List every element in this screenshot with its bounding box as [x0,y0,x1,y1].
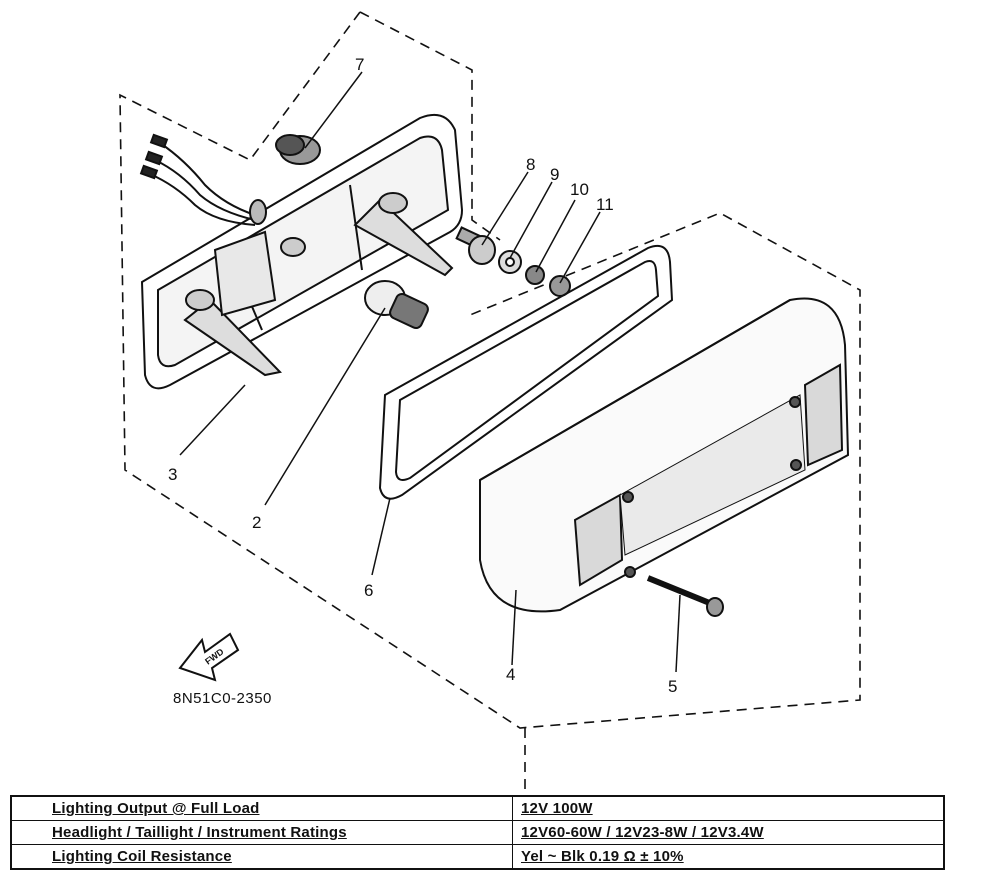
grommet [275,134,321,165]
forward-arrow-icon: FWD [178,632,240,682]
spec-value: Yel ~ Blk 0.19 Ω ± 10% [512,844,945,870]
table-row: Lighting Coil Resistance Yel ~ Blk 0.19 … [10,844,945,870]
callout-3: 3 [168,465,177,484]
fastener-stack [455,226,571,297]
callout-5: 5 [668,677,677,696]
callout-10: 10 [570,180,589,199]
gasket [378,244,674,500]
leader-lines [179,71,681,673]
callout-7: 7 [355,55,364,74]
spec-value: 12V 100W [512,795,945,821]
table-row: Lighting Output @ Full Load 12V 100W [10,795,945,821]
wire-harness [139,133,267,226]
spec-table: Lighting Output @ Full Load 12V 100W Hea… [10,795,945,870]
lamp-housing [140,114,464,390]
assembly-boundary-lines [119,11,861,795]
screw [646,575,724,617]
callout-9: 9 [550,165,559,184]
bulb [364,280,429,329]
callout-8: 8 [526,155,535,174]
callout-labels: 7 8 9 10 11 3 2 6 4 5 [168,55,677,696]
lens [479,297,850,613]
callout-6: 6 [364,581,373,600]
callout-11: 11 [596,195,614,214]
diagram-part-number: 8N51C0-2350 [173,690,272,707]
spec-value: 12V60-60W / 12V23-8W / 12V3.4W [512,820,945,845]
spec-label: Lighting Output @ Full Load [10,795,513,821]
table-row: Headlight / Taillight / Instrument Ratin… [10,820,945,845]
spec-label: Lighting Coil Resistance [10,844,513,870]
callout-4: 4 [506,665,515,684]
spec-label: Headlight / Taillight / Instrument Ratin… [10,820,513,845]
callout-2: 2 [252,513,261,532]
